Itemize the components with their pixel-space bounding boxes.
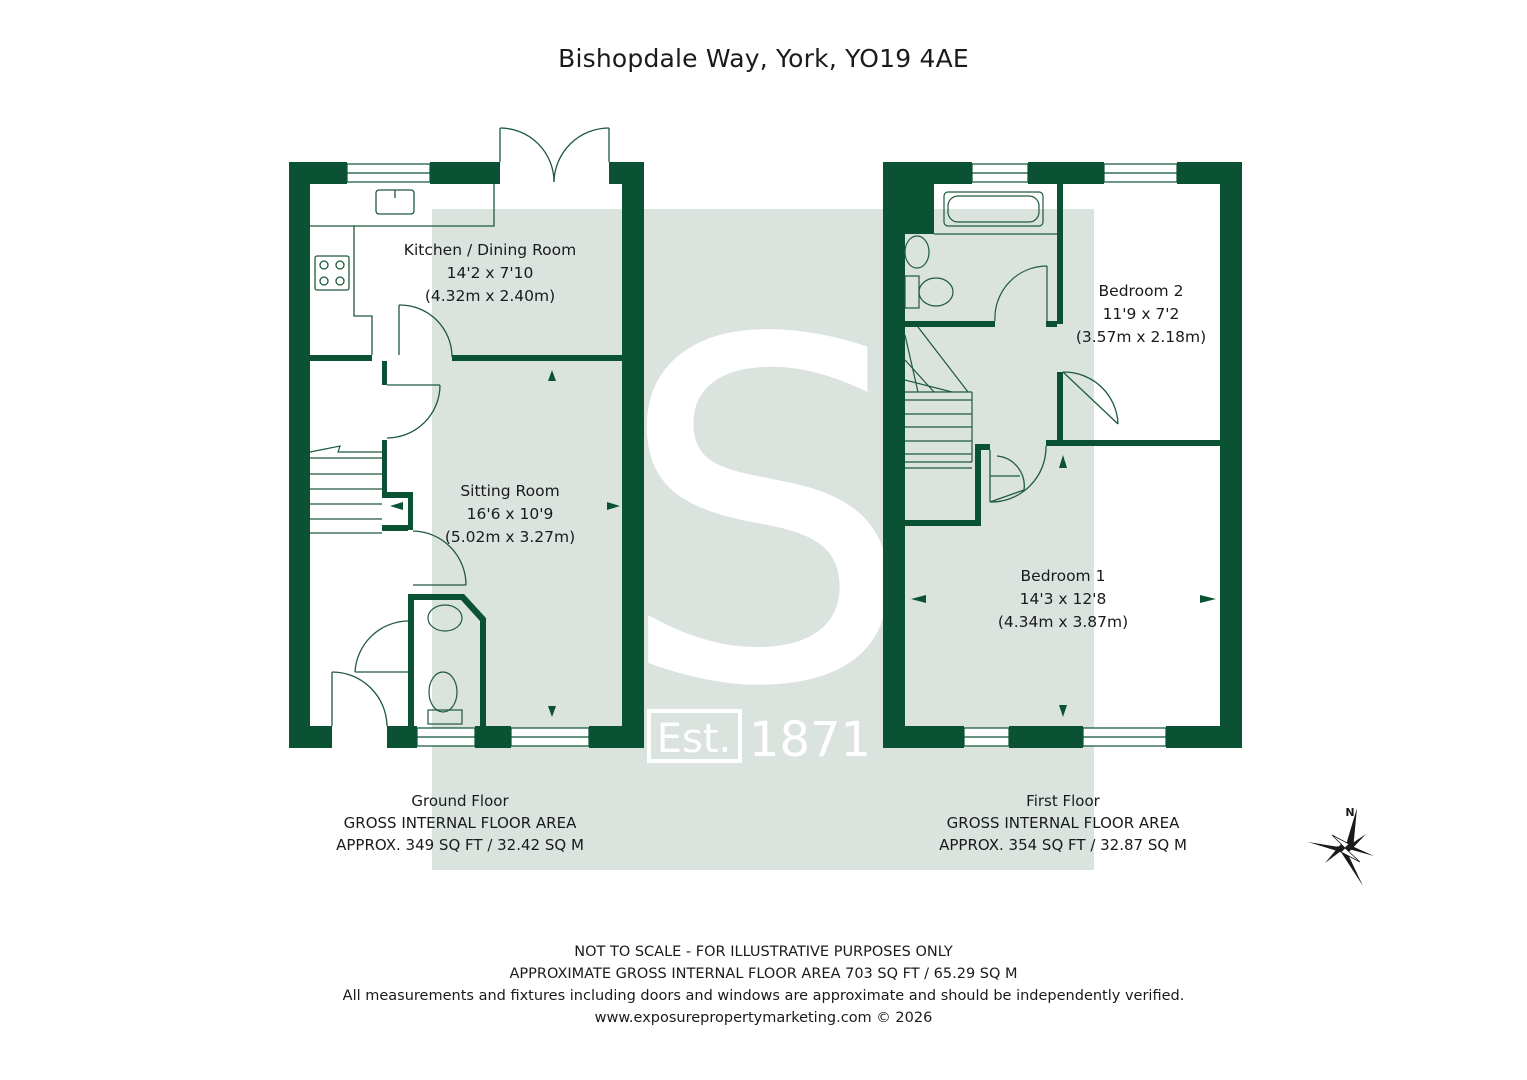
kitchen-metric: (4.32m x 2.40m)	[425, 287, 555, 305]
ground-floor-wc	[427, 604, 463, 725]
ground-floor-stairs	[309, 445, 382, 534]
first-floor-name: First Floor	[1026, 792, 1100, 810]
first-floor-arrows	[911, 455, 1216, 717]
first-floor-area-label: GROSS INTERNAL FLOOR AREA	[946, 814, 1180, 832]
bedroom2-metric: (3.57m x 2.18m)	[1076, 328, 1206, 346]
bedroom1-name: Bedroom 1	[1021, 567, 1106, 585]
kitchen-worktop	[310, 184, 495, 355]
kitchen-imperial: 14'2 x 7'10	[447, 264, 534, 282]
ground-floor-arrows	[390, 370, 620, 717]
compass-north-label: N	[1345, 806, 1354, 819]
ground-floor-plan: Kitchen / Dining Room 14'2 x 7'10 (4.32m…	[289, 127, 644, 748]
ground-floor-area: APPROX. 349 SQ FT / 32.42 SQ M	[336, 836, 584, 854]
footer: NOT TO SCALE - FOR ILLUSTRATIVE PURPOSES…	[0, 941, 1527, 1029]
footer-disclaimer: NOT TO SCALE - FOR ILLUSTRATIVE PURPOSES…	[574, 944, 953, 960]
footer-total-area: APPROXIMATE GROSS INTERNAL FLOOR AREA 70…	[509, 966, 1018, 982]
watermark-panel	[432, 209, 1094, 870]
bedroom1-metric: (4.34m x 3.87m)	[998, 613, 1128, 631]
first-floor-walls	[883, 162, 1242, 748]
first-floor-area-block: First Floor GROSS INTERNAL FLOOR AREA AP…	[903, 790, 1223, 856]
first-floor-stairs	[904, 326, 973, 469]
bedroom2-imperial: 11'9 x 7'2	[1103, 305, 1180, 323]
sitting-metric: (5.02m x 3.27m)	[445, 528, 575, 546]
bathroom-fixtures	[904, 191, 1057, 322]
bedroom2-name: Bedroom 2	[1099, 282, 1184, 300]
ground-floor-walls	[289, 162, 644, 748]
watermark-letter: S	[616, 242, 914, 789]
compass-rose-icon: N	[1308, 806, 1374, 886]
watermark: S Est. 1871	[432, 209, 1094, 870]
watermark-est: Est.	[657, 716, 732, 762]
sitting-name: Sitting Room	[460, 482, 559, 500]
first-floor-windows	[963, 163, 1178, 747]
kitchen-name: Kitchen / Dining Room	[404, 241, 576, 259]
ground-floor-name: Ground Floor	[411, 792, 509, 810]
page-title: Bishopdale Way, York, YO19 4AE	[558, 44, 969, 73]
first-floor-plan: Bedroom 2 11'9 x 7'2 (3.57m x 2.18m) Bed…	[883, 162, 1242, 748]
watermark-year: 1871	[749, 712, 871, 768]
footer-website-link[interactable]: www.exposurepropertymarketing.com © 2026	[594, 1010, 933, 1026]
footer-measurement-note: All measurements and fixtures including …	[342, 988, 1185, 1004]
first-floor-area: APPROX. 354 SQ FT / 32.87 SQ M	[939, 836, 1187, 854]
ground-floor-area-block: Ground Floor GROSS INTERNAL FLOOR AREA A…	[300, 790, 620, 856]
french-doors	[499, 127, 610, 183]
sitting-imperial: 16'6 x 10'9	[467, 505, 554, 523]
bedroom1-imperial: 14'3 x 12'8	[1020, 590, 1107, 608]
ground-floor-doors	[331, 304, 467, 727]
ground-floor-area-label: GROSS INTERNAL FLOOR AREA	[343, 814, 577, 832]
watermark-est-box	[647, 709, 742, 763]
ground-floor-windows	[346, 163, 590, 747]
first-floor-doors	[989, 371, 1119, 503]
